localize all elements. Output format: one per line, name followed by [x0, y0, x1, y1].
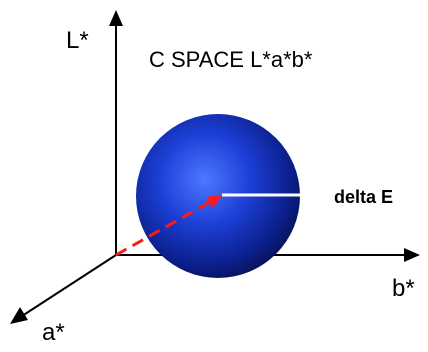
l-axis-label: L*	[66, 27, 89, 54]
a-axis-label: a*	[42, 319, 65, 346]
delta-e-label: delta E	[334, 187, 393, 207]
diagram-title: C SPACE L*a*b*	[149, 47, 313, 72]
dashed-vector-arrowhead	[206, 195, 222, 208]
delta-e-arrowhead	[300, 187, 318, 203]
a-axis-arrowhead	[10, 307, 28, 324]
a-axis-line	[21, 254, 117, 317]
b-axis-arrowhead	[404, 248, 420, 262]
l-axis-arrowhead	[109, 10, 123, 26]
b-axis-label: b*	[392, 275, 415, 302]
